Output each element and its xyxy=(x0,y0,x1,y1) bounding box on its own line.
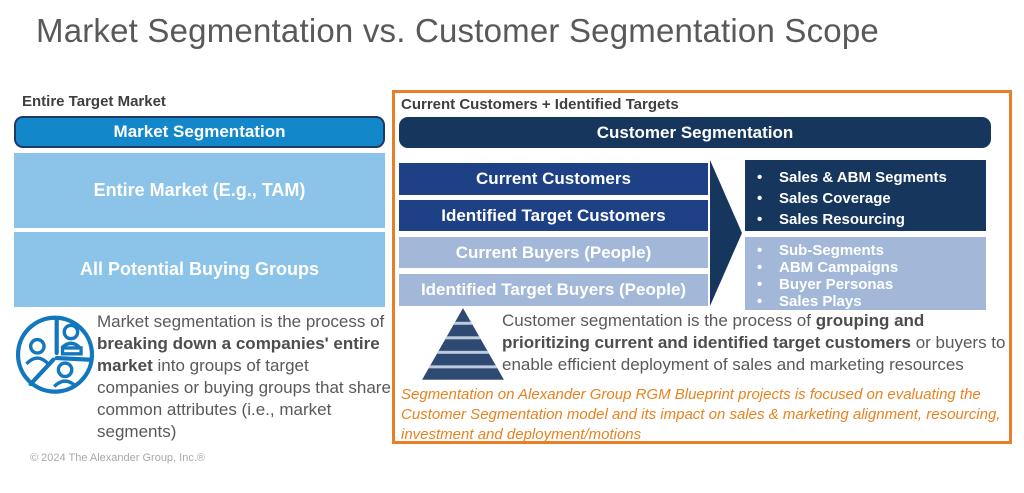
description-bold-text: breaking down a companies' entire market xyxy=(97,334,380,375)
list-item: Sub-Segments xyxy=(745,242,986,259)
potential-buying-groups-box: All Potential Buying Groups xyxy=(14,232,385,307)
copyright: © 2024 The Alexander Group, Inc.® xyxy=(30,452,206,464)
customer-segmentation-header: Customer Segmentation xyxy=(399,117,991,148)
identified-target-customers-box: Identified Target Customers xyxy=(399,200,708,231)
buyer-outputs-box: Sub-Segments ABM Campaigns Buyer Persona… xyxy=(745,237,986,310)
identified-target-buyers-box: Identified Target Buyers (People) xyxy=(399,274,708,306)
list-item: Sales Coverage xyxy=(745,188,986,209)
customer-segmentation-description: Customer segmentation is the process of … xyxy=(502,310,1008,376)
right-arrow-icon xyxy=(710,160,742,306)
right-section-label: Current Customers + Identified Targets xyxy=(401,96,679,113)
market-segmentation-header: Market Segmentation xyxy=(14,116,385,148)
description-text: or buyers to enable efficient deployment… xyxy=(502,333,1006,374)
left-section-label: Entire Target Market xyxy=(22,93,166,110)
description-text: into groups of target companies or buyin… xyxy=(97,356,391,441)
list-item: Sales Resourcing xyxy=(745,209,986,230)
description-text: Market segmentation is the process of xyxy=(97,312,385,331)
customer-segments-icon xyxy=(13,311,97,395)
market-segmentation-description: Market segmentation is the process of br… xyxy=(97,311,395,443)
list-item: Sales & ABM Segments xyxy=(745,167,986,188)
current-customers-box: Current Customers xyxy=(399,163,708,195)
list-item: ABM Campaigns xyxy=(745,259,986,276)
page-title: Market Segmentation vs. Customer Segment… xyxy=(36,12,879,49)
rgm-blueprint-note: Segmentation on Alexander Group RGM Blue… xyxy=(401,386,1001,443)
sales-outputs-box: Sales & ABM Segments Sales Coverage Sale… xyxy=(745,160,986,231)
description-text: Customer segmentation is the process of xyxy=(502,311,816,330)
pyramid-icon xyxy=(422,308,504,380)
list-item: Sales Plays xyxy=(745,293,986,310)
description-bold-text: grouping and prioritizing current and id… xyxy=(502,311,925,352)
current-buyers-box: Current Buyers (People) xyxy=(399,237,708,268)
list-item: Buyer Personas xyxy=(745,276,986,293)
customer-segmentation-panel: Current Customers + Identified Targets C… xyxy=(392,90,1012,444)
entire-market-box: Entire Market (E.g., TAM) xyxy=(14,153,385,228)
